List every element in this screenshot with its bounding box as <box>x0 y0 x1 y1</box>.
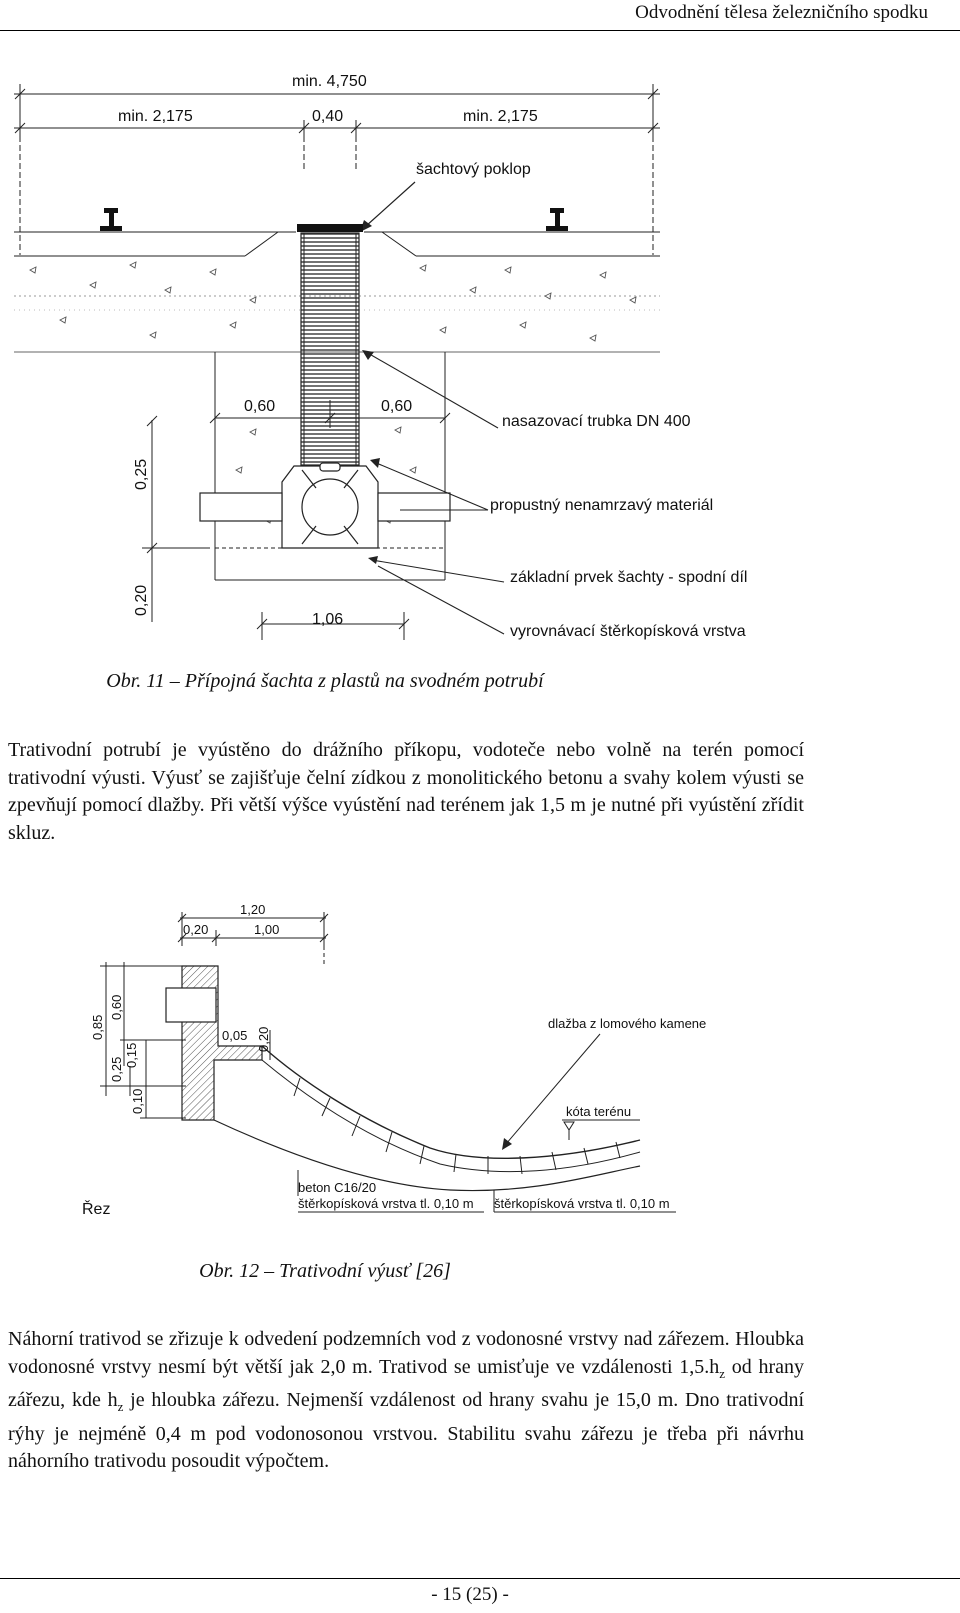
label-section: Řez <box>82 1199 110 1218</box>
top-dimensions <box>14 84 660 255</box>
header-rule <box>0 30 960 31</box>
label-terrain: kóta terénu <box>566 1104 631 1119</box>
dim-d020: 0,20 <box>256 1027 271 1052</box>
dim-slope: 1,00 <box>254 922 279 937</box>
dim-h060: 0,60 <box>109 995 124 1020</box>
leader-shaft-cover <box>365 181 416 227</box>
dim-height-upper: 0,25 <box>133 459 150 490</box>
dim-right-inner: 0,60 <box>381 398 412 415</box>
figure2-caption: Obr. 12 – Trativodní výusť [26] <box>199 1260 451 1282</box>
rail-right <box>546 208 568 231</box>
dim-h085: 0,85 <box>90 1015 105 1040</box>
page-number: - 15 (25) - <box>431 1584 509 1605</box>
dim-base-width: 1,06 <box>312 611 343 628</box>
base-element <box>199 462 451 549</box>
figure-shaft-drawing: min. 4,750 min. 2,175 0,40 min. 2,175 ša… <box>14 73 747 640</box>
subscript-z-2: z <box>117 1399 124 1414</box>
dim-height-lower: 0,20 <box>133 585 150 616</box>
dim-wall: 0,20 <box>183 922 208 937</box>
label-leveling-layer: vyrovnávací štěrkopísková vrstva <box>510 623 746 640</box>
subscript-z-1: z <box>719 1365 726 1381</box>
dim-middle: 0,40 <box>312 108 343 125</box>
running-header: Odvodnění tělesa železničního spodku <box>635 2 928 23</box>
paragraph-outlet: Trativodní potrubí je vyústěno do drážní… <box>8 739 804 844</box>
figure-outlet-drawing: 1,20 0,20 1,00 0,85 0,60 0,25 0,15 0,10 <box>82 902 706 1218</box>
footer-rule <box>0 1578 960 1579</box>
rail-left <box>100 208 122 231</box>
dim-h025: 0,25 <box>109 1057 124 1082</box>
figure1-caption: Obr. 11 – Přípojná šachta z plastů na sv… <box>106 670 544 692</box>
dim-total-width: min. 4,750 <box>292 73 367 90</box>
label-shaft-cover: šachtový poklop <box>416 161 531 178</box>
paragraph-upland-drain: Náhorní trativod se zřizuje k odvedení p… <box>8 1326 804 1476</box>
dim-left-inner: 0,60 <box>244 398 275 415</box>
dim-total: 1,20 <box>240 902 265 917</box>
label-gravel-1: štěrkopísková vrstva tl. 0,10 m <box>298 1196 474 1211</box>
slope-paving <box>261 1045 641 1159</box>
label-pipe: nasazovací trubka DN 400 <box>502 413 691 430</box>
label-paving: dlažba z lomového kamene <box>548 1016 706 1031</box>
dim-right: min. 2,175 <box>463 108 538 125</box>
label-gravel-2: štěrkopísková vrstva tl. 0,10 m <box>494 1196 670 1211</box>
dim-d005: 0,05 <box>222 1028 247 1043</box>
riser-pipe <box>300 232 360 466</box>
label-fill-material: propustný nenamrzavý materiál <box>490 497 713 514</box>
dim-h010: 0,10 <box>130 1089 145 1114</box>
dim-left: min. 2,175 <box>118 108 193 125</box>
paragraph-text-3: je hloubka zářezu. Nejmenší vzdálenost o… <box>8 1389 805 1472</box>
label-base-element: základní prvek šachty - spodní díl <box>510 569 747 586</box>
paragraph-text-1: Náhorní trativod se zřizuje k odvedení p… <box>8 1328 804 1378</box>
label-concrete: beton C16/20 <box>298 1180 376 1195</box>
dim-h015: 0,15 <box>124 1043 139 1068</box>
paragraph-text-2: od hrany zářezu, kde h <box>8 1355 804 1412</box>
shaft-cover <box>297 224 363 232</box>
outlet-pipe <box>165 987 217 1023</box>
